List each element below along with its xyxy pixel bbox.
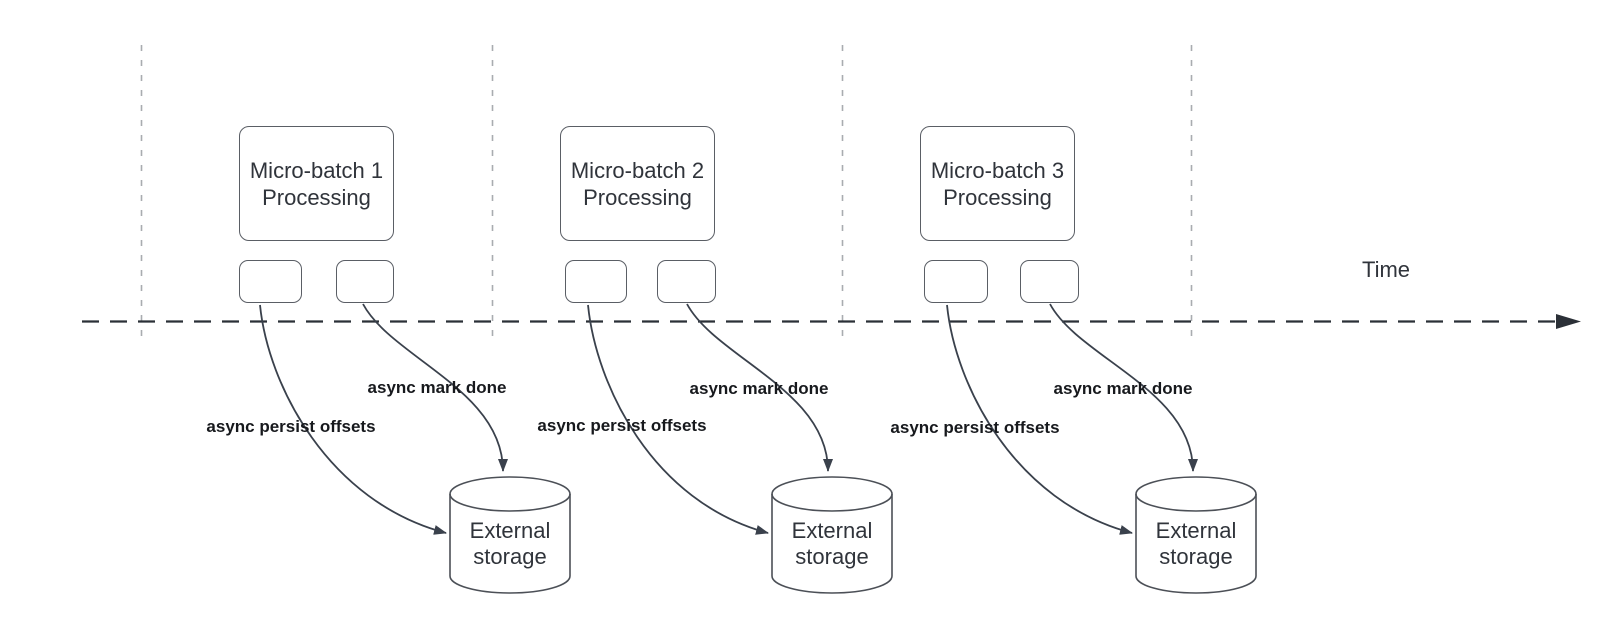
external-storage-label-1-line2: storage: [473, 543, 547, 569]
processing-box-2: Micro-batch 2 Processing: [560, 126, 715, 241]
external-storage-label-2-line2: storage: [795, 543, 869, 569]
external-storage-cylinder-1: [449, 476, 571, 594]
async-mark-done-task-box-1: [336, 260, 394, 303]
external-storage-label-2: External storage: [772, 494, 892, 593]
time-axis-label: Time: [1361, 257, 1411, 282]
async-persist-offsets-arrow-3: [946, 304, 1133, 535]
async-mark-done-task-box-3: [1020, 260, 1079, 303]
external-storage-label-3: External storage: [1136, 494, 1256, 593]
processing-box-3-label-line2: Processing: [943, 184, 1052, 210]
external-storage-label-1: External storage: [450, 494, 570, 593]
external-storage-label-2-line1: External: [791, 517, 873, 543]
processing-box-1-label-line2: Processing: [262, 184, 371, 210]
async-persist-offsets-label-3: async persist offsets: [890, 418, 1060, 437]
async-mark-done-arrow-2: [686, 303, 833, 472]
async-mark-done-label-3: async mark done: [1053, 379, 1193, 398]
time-axis-arrowhead: [1556, 314, 1581, 329]
external-storage-label-3-line2: storage: [1159, 543, 1233, 569]
external-storage-label-3-line1: External: [1155, 517, 1237, 543]
async-mark-done-label-2: async mark done: [689, 379, 829, 398]
processing-box-1-label-line1: Micro-batch 1: [249, 157, 384, 183]
async-mark-done-arrow-1: [362, 303, 508, 472]
async-mark-done-arrow-3: [1049, 303, 1198, 472]
async-persist-offsets-arrow-2: [587, 304, 769, 535]
async-persist-offsets-label-2: async persist offsets: [537, 416, 707, 435]
processing-box-3-label-line1: Micro-batch 3: [930, 157, 1065, 183]
async-mark-done-label-1: async mark done: [367, 378, 507, 397]
async-persist-offsets-label-1: async persist offsets: [206, 417, 376, 436]
processing-box-2-label-line1: Micro-batch 2: [570, 157, 705, 183]
async-persist-task-box-2: [565, 260, 627, 303]
async-mark-done-task-box-2: [657, 260, 716, 303]
external-storage-cylinder-3: [1135, 476, 1257, 594]
async-persist-task-box-1: [239, 260, 302, 303]
processing-box-2-label-line2: Processing: [583, 184, 692, 210]
async-persist-offsets-arrow-1: [259, 304, 447, 535]
processing-box-3: Micro-batch 3 Processing: [920, 126, 1075, 241]
async-persist-task-box-3: [924, 260, 988, 303]
external-storage-label-1-line1: External: [469, 517, 551, 543]
external-storage-cylinder-2: [771, 476, 893, 594]
processing-box-1: Micro-batch 1 Processing: [239, 126, 394, 241]
